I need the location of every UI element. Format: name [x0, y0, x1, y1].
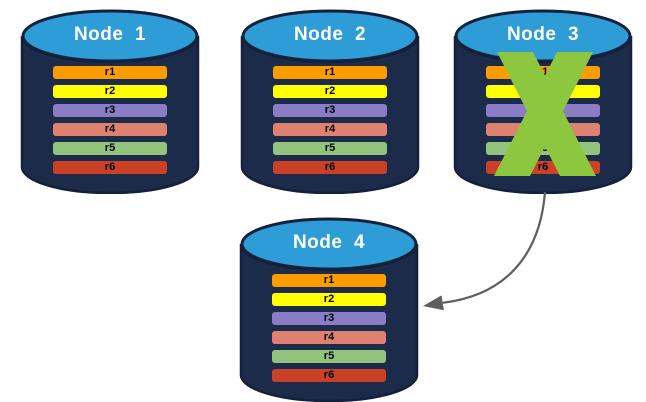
- replica-row-r5: r5: [272, 350, 386, 363]
- replica-row-r3: r3: [272, 312, 386, 325]
- node-title: Node 3: [506, 24, 580, 45]
- replica-row-r4: r4: [53, 123, 167, 136]
- node-4: Node 4 r1 r2 r3 r4 r5 r6: [239, 216, 419, 402]
- x-stroke: [494, 52, 593, 176]
- node-1: Node 1 r1 r2 r3 r4 r5 r6: [20, 8, 200, 194]
- node-title: Node 2: [293, 24, 367, 45]
- replica-row-r3: r3: [53, 104, 167, 117]
- node-3: Node 3 r1 r2 r3 r4 r5 r6: [453, 8, 633, 194]
- failover-arrow-line: [442, 191, 547, 304]
- node-2: Node 2 r1 r2 r3 r4 r5 r6: [240, 8, 420, 194]
- replica-row-r1: r1: [273, 66, 387, 79]
- cylinder-top: [21, 9, 199, 63]
- replica-rows: r1 r2 r3 r4 r5 r6: [53, 66, 167, 174]
- replica-row-r4: r4: [272, 331, 386, 344]
- replica-row-r1: r1: [53, 66, 167, 79]
- replica-rows: r1 r2 r3 r4 r5 r6: [272, 274, 386, 382]
- replica-row-r2: r2: [273, 85, 387, 98]
- replica-rows: r1 r2 r3 r4 r5 r6: [273, 66, 387, 174]
- replica-row-r6: r6: [272, 369, 386, 382]
- replica-row-r2: r2: [53, 85, 167, 98]
- node-title: Node 1: [73, 24, 147, 45]
- cylinder-top: [240, 217, 418, 271]
- failover-arrowhead: [423, 295, 444, 311]
- replica-row-r5: r5: [53, 142, 167, 155]
- replica-row-r3: r3: [273, 104, 387, 117]
- replica-row-r6: r6: [273, 161, 387, 174]
- replica-row-r1: r1: [272, 274, 386, 287]
- node-title: Node 4: [292, 232, 366, 253]
- replica-row-r2: r2: [272, 293, 386, 306]
- replica-row-r5: r5: [273, 142, 387, 155]
- replica-row-r6: r6: [53, 161, 167, 174]
- replica-row-r4: r4: [273, 123, 387, 136]
- cylinder-top: [454, 9, 632, 63]
- cylinder-top: [241, 9, 419, 63]
- failure-x-icon: [494, 52, 596, 176]
